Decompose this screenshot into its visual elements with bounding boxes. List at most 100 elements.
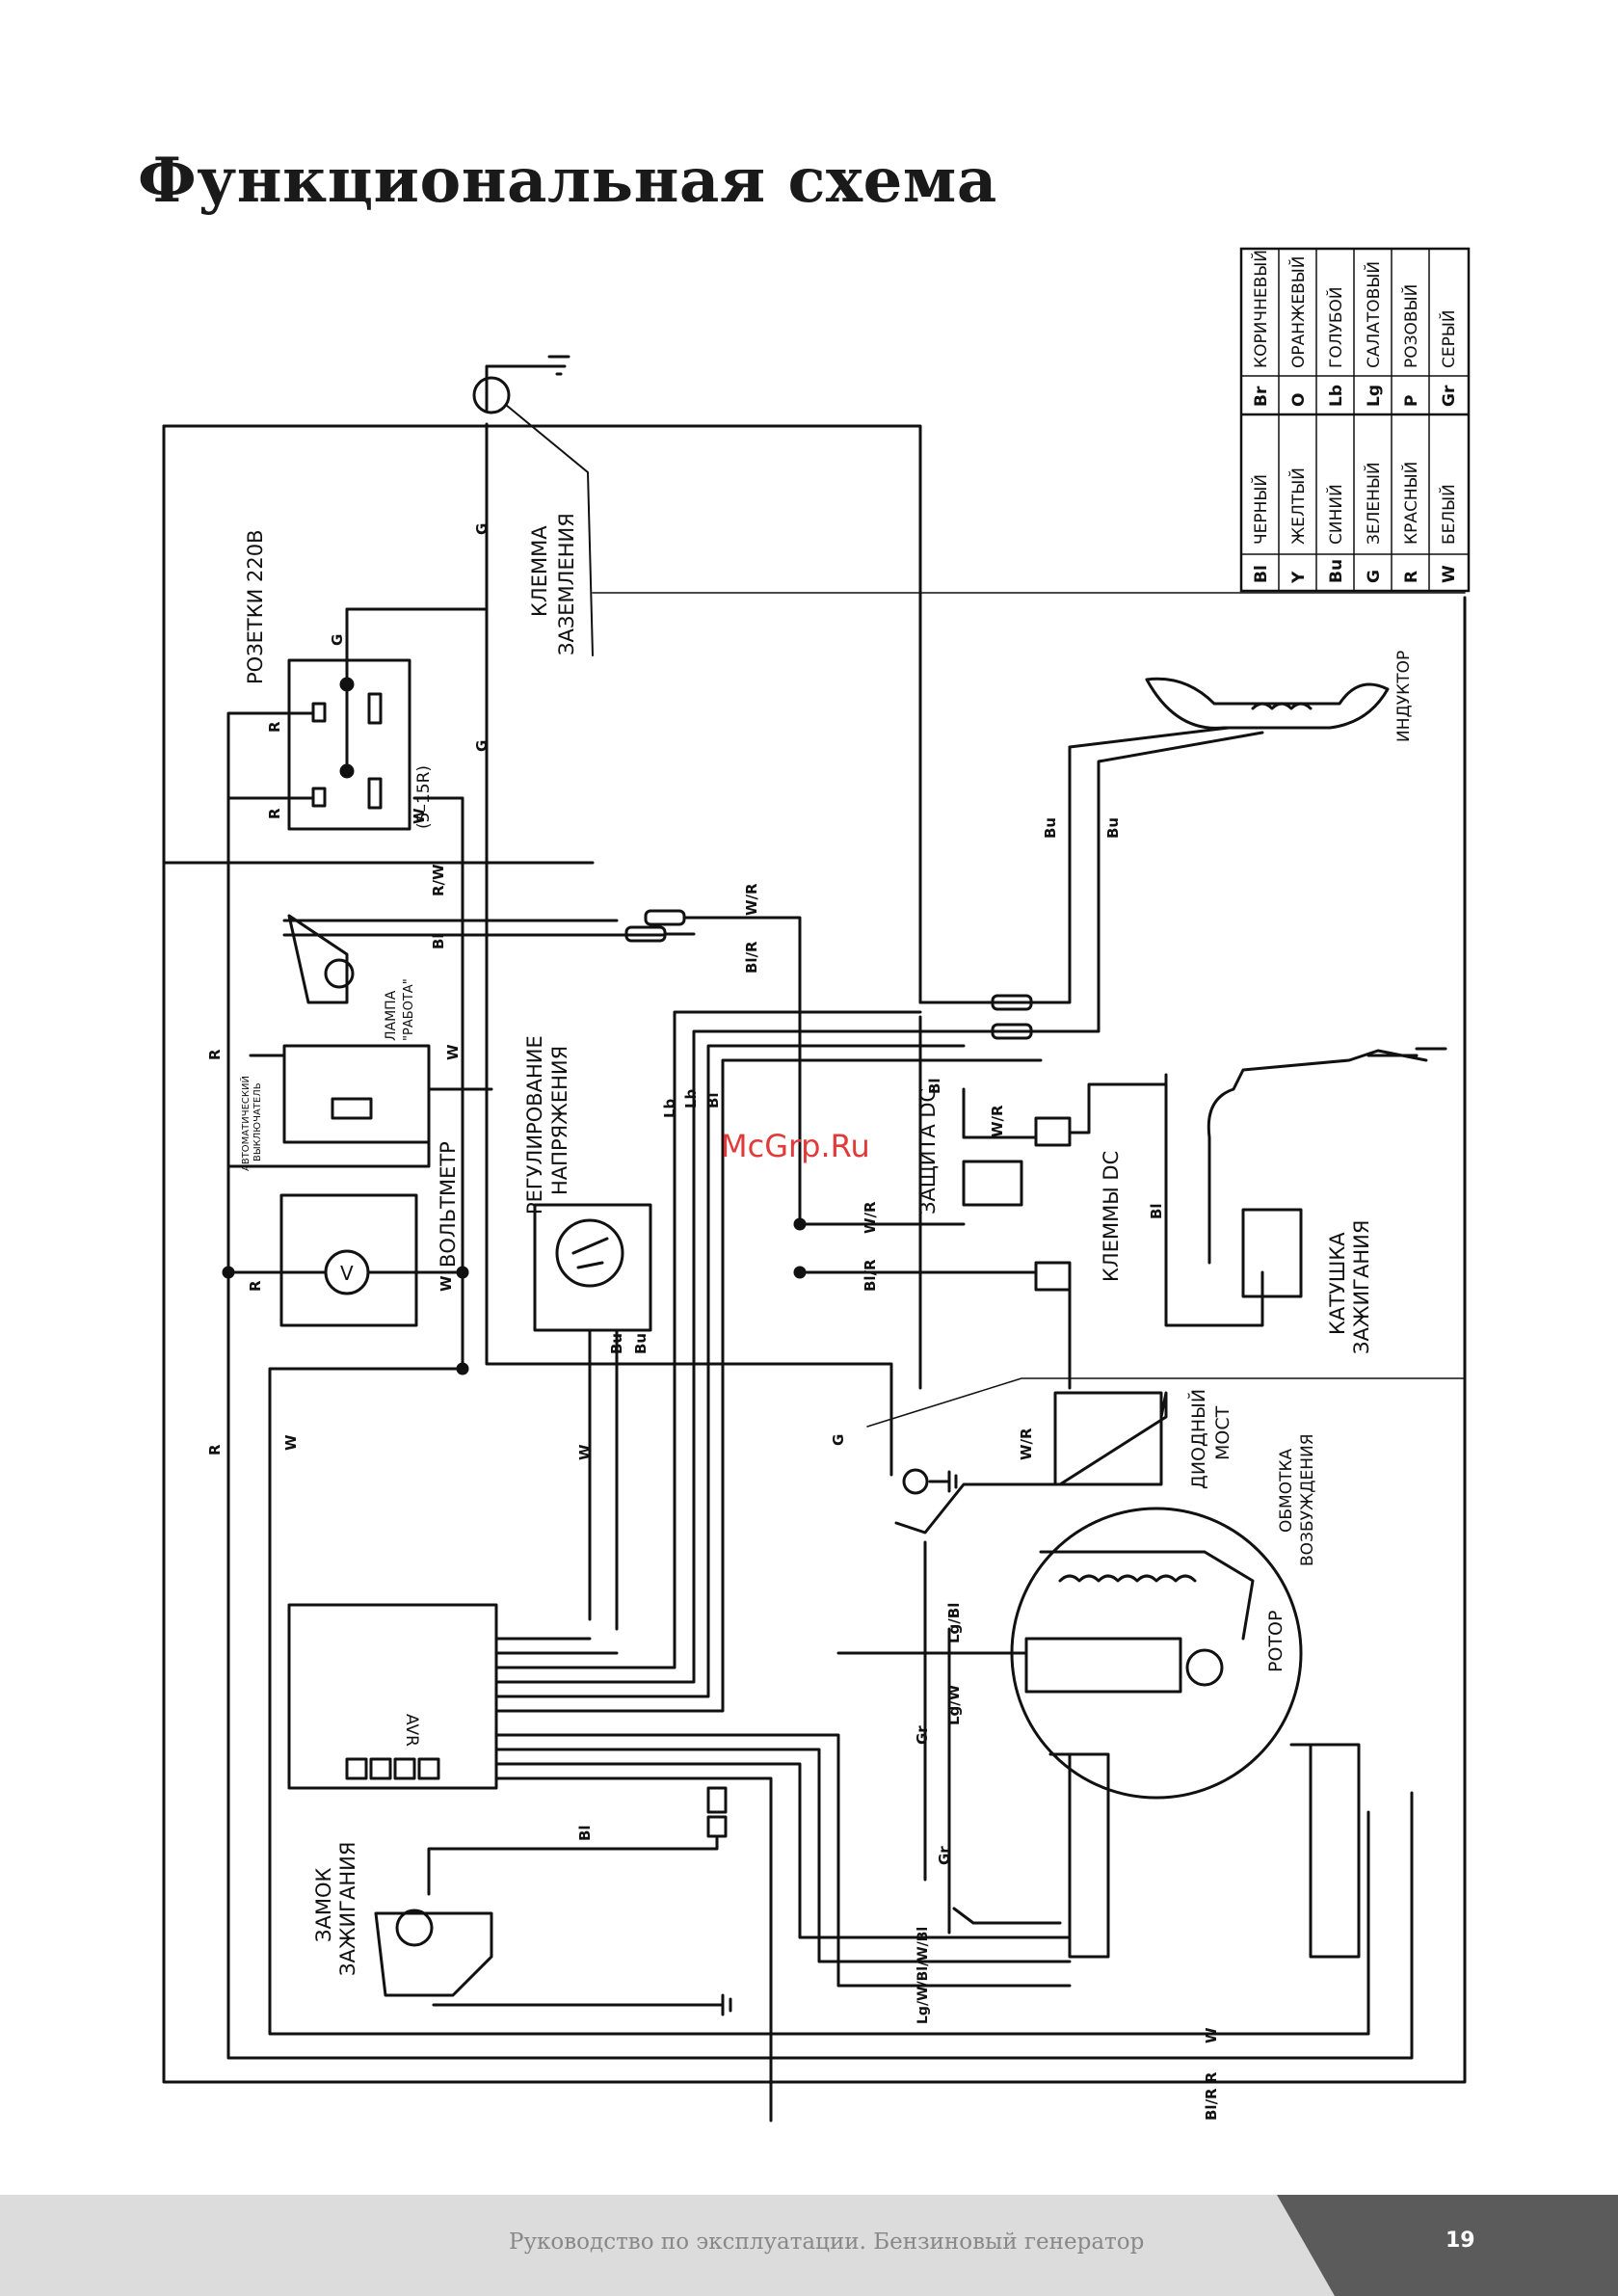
wire-code: W/R — [1018, 1428, 1035, 1460]
wire-code: R — [266, 808, 283, 819]
wire-code: Bu — [1104, 817, 1122, 839]
gr-wire — [952, 1907, 1062, 1925]
label-breaker: АВТОМАТИЧЕСКИЙ — [239, 1076, 252, 1171]
wr-wire — [663, 916, 802, 1226]
avr-box — [287, 1603, 498, 1790]
circuit-breaker — [282, 1044, 431, 1144]
voltmeter-symbol: V — [340, 1262, 354, 1285]
legend-color-name: КОРИЧНЕВЫЙ — [1250, 250, 1271, 368]
regulator-spring — [571, 1237, 609, 1269]
wire-code: Lg/Bl — [945, 1603, 963, 1643]
label-socket-type: (5–15R) — [414, 765, 434, 829]
wire-code: W — [411, 808, 428, 824]
ignition-coil-wire — [1164, 1073, 1264, 1327]
label-voltmeter: ВОЛЬТМЕТР — [437, 1141, 460, 1268]
wire-code: Lg/W — [945, 1684, 963, 1725]
ignition-key — [395, 1909, 434, 1947]
legend-color-name: ГОЛУБОЙ — [1325, 286, 1346, 368]
lamp-body — [287, 914, 349, 1004]
footer-page-tab — [1277, 2195, 1618, 2296]
wire-code: Bu — [608, 1333, 625, 1354]
legend-code: P — [1402, 395, 1421, 407]
bu-inductor-wires — [918, 726, 1264, 1033]
connector — [706, 1815, 728, 1838]
bu-wires — [588, 1328, 619, 1631]
ground-wire — [505, 404, 594, 656]
legend-code: R — [1402, 571, 1421, 583]
junction — [339, 677, 355, 692]
wire-code: G — [830, 1434, 847, 1446]
inductor-coil — [1251, 702, 1313, 710]
wire-code: R — [206, 1049, 224, 1060]
label-lamp-2: "РАБОТА" — [402, 978, 416, 1041]
ignition-switch — [374, 1911, 493, 1997]
wire-code: R/W — [430, 864, 447, 896]
breaker-wires — [226, 1054, 493, 1168]
wire-code: W — [444, 1044, 462, 1060]
socket-pin — [311, 702, 327, 723]
label-ground-clamp-2: ЗАЗЕМЛЕНИЯ — [555, 513, 578, 655]
legend-color-name: РОЗОВЫЙ — [1400, 284, 1421, 368]
legend-color-name: СИНИЙ — [1325, 484, 1346, 545]
junction — [456, 1362, 469, 1375]
wire-code: R — [247, 1280, 264, 1292]
avr-wires — [494, 1010, 1043, 1713]
junction — [793, 1217, 807, 1231]
wire-code: G — [473, 523, 491, 535]
outer-frame-wire — [162, 424, 1467, 2084]
junction — [339, 763, 355, 779]
wire-code: Bl/R — [862, 1259, 879, 1292]
label-coil: КАТУШКА — [1326, 1232, 1349, 1335]
wire-code: Bl — [1148, 1203, 1165, 1219]
rotor-brush — [1024, 1637, 1182, 1694]
wire-code: Bu — [1042, 817, 1059, 839]
label-rotor: РОТОР — [1265, 1611, 1286, 1672]
stator-winding-left — [1048, 1752, 1110, 1959]
stator-winding-right — [1289, 1743, 1361, 1959]
dc-protection — [962, 1160, 1023, 1207]
wire-code: W — [438, 1275, 455, 1292]
wire-code: Bl/R R — [1203, 2071, 1220, 2121]
legend-color-name: САЛАТОВЫЙ — [1363, 261, 1384, 368]
g-wire — [485, 422, 893, 1477]
label-lamp: ЛАМПА — [384, 990, 399, 1041]
spark-plug-lead — [1207, 1049, 1428, 1265]
divider-line — [866, 1377, 1466, 1428]
breaker-lever — [331, 1097, 373, 1120]
ground-symbol — [485, 355, 570, 412]
legend-code: Y — [1289, 571, 1309, 584]
wire-code: Bl — [430, 933, 447, 949]
label-inductor: ИНДУКТОР — [1394, 651, 1414, 742]
w-loop-wire — [268, 1367, 1370, 2036]
legend-code: Br — [1252, 386, 1271, 407]
avr-terminal — [417, 1757, 440, 1780]
socket-220 — [287, 658, 411, 831]
rotor-shaft — [1185, 1648, 1224, 1687]
socket-pin — [367, 692, 383, 725]
ground-terminal — [902, 1468, 929, 1495]
connector — [991, 994, 1033, 1011]
ground-clamp — [472, 376, 511, 414]
legend-code: Gr — [1440, 385, 1459, 407]
label-diode-bridge-2: МОСТ — [1212, 1405, 1233, 1460]
label-dc-protection: ЗАЩИТА DC — [916, 1088, 940, 1215]
legend-code: Bu — [1327, 559, 1346, 583]
lamp-bulb — [324, 958, 355, 989]
wire-code: G — [473, 740, 491, 752]
regulator-knob — [555, 1218, 624, 1288]
avr-terminal — [393, 1757, 416, 1780]
legend-color-name: ОРАНЖЕВЫЙ — [1287, 256, 1309, 368]
connector — [644, 909, 686, 926]
avr-terminal — [345, 1757, 368, 1780]
junction — [456, 1266, 469, 1279]
diode-bridge — [1053, 1391, 1163, 1486]
voltage-regulator — [533, 1203, 652, 1332]
color-legend — [1239, 247, 1471, 593]
rotor-wires — [836, 1540, 1028, 1935]
wire-code: W — [576, 1444, 594, 1460]
wire-code: Bu — [632, 1333, 650, 1354]
page-number: 19 — [1446, 2229, 1475, 2253]
ignition-coil — [1241, 1208, 1303, 1298]
wire-code: Lb — [682, 1088, 700, 1108]
legend-code: Lg — [1365, 385, 1384, 407]
